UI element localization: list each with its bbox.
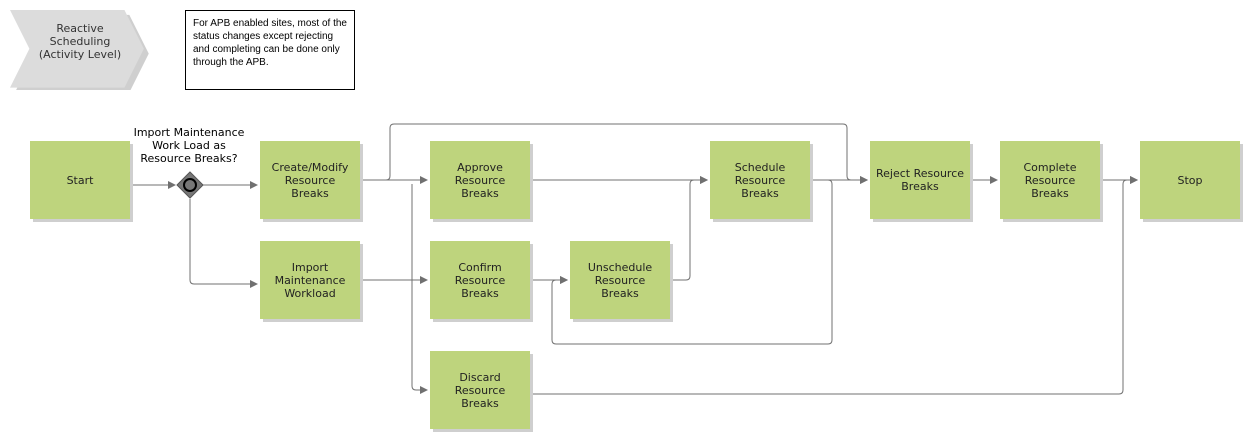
chevron-label: Reactive Scheduling (Activity Level) (38, 22, 122, 61)
import-workload-node[interactable]: Import Maintenance Workload (260, 241, 360, 319)
complete-node[interactable]: Complete Resource Breaks (1000, 141, 1100, 219)
stop-node[interactable]: Stop (1140, 141, 1240, 219)
reactive-scheduling-chevron (10, 10, 149, 90)
exclusive-gateway-icon (176, 171, 204, 199)
gateway-question: Import Maintenance Work Load as Resource… (133, 126, 245, 165)
edge-discard-stop (531, 176, 1138, 395)
edge-create-reject (361, 123, 868, 184)
edge-gateway-import (189, 199, 258, 288)
edge-create-discard (411, 184, 428, 394)
discard-node[interactable]: Discard Resource Breaks (430, 351, 530, 429)
schedule-node[interactable]: Schedule Resource Breaks (710, 141, 810, 219)
reject-node[interactable]: Reject Resource Breaks (870, 141, 970, 219)
confirm-node[interactable]: Confirm Resource Breaks (430, 241, 530, 319)
start-node[interactable]: Start (30, 141, 130, 219)
approve-node[interactable]: Approve Resource Breaks (430, 141, 530, 219)
apb-note: For APB enabled sites, most of the statu… (185, 10, 355, 90)
edge-schedule-unschedule (551, 179, 833, 345)
create-modify-node[interactable]: Create/Modify Resource Breaks (260, 141, 360, 219)
edge-unschedule-schedule (671, 176, 708, 281)
unschedule-node[interactable]: Unschedule Resource Breaks (570, 241, 670, 319)
